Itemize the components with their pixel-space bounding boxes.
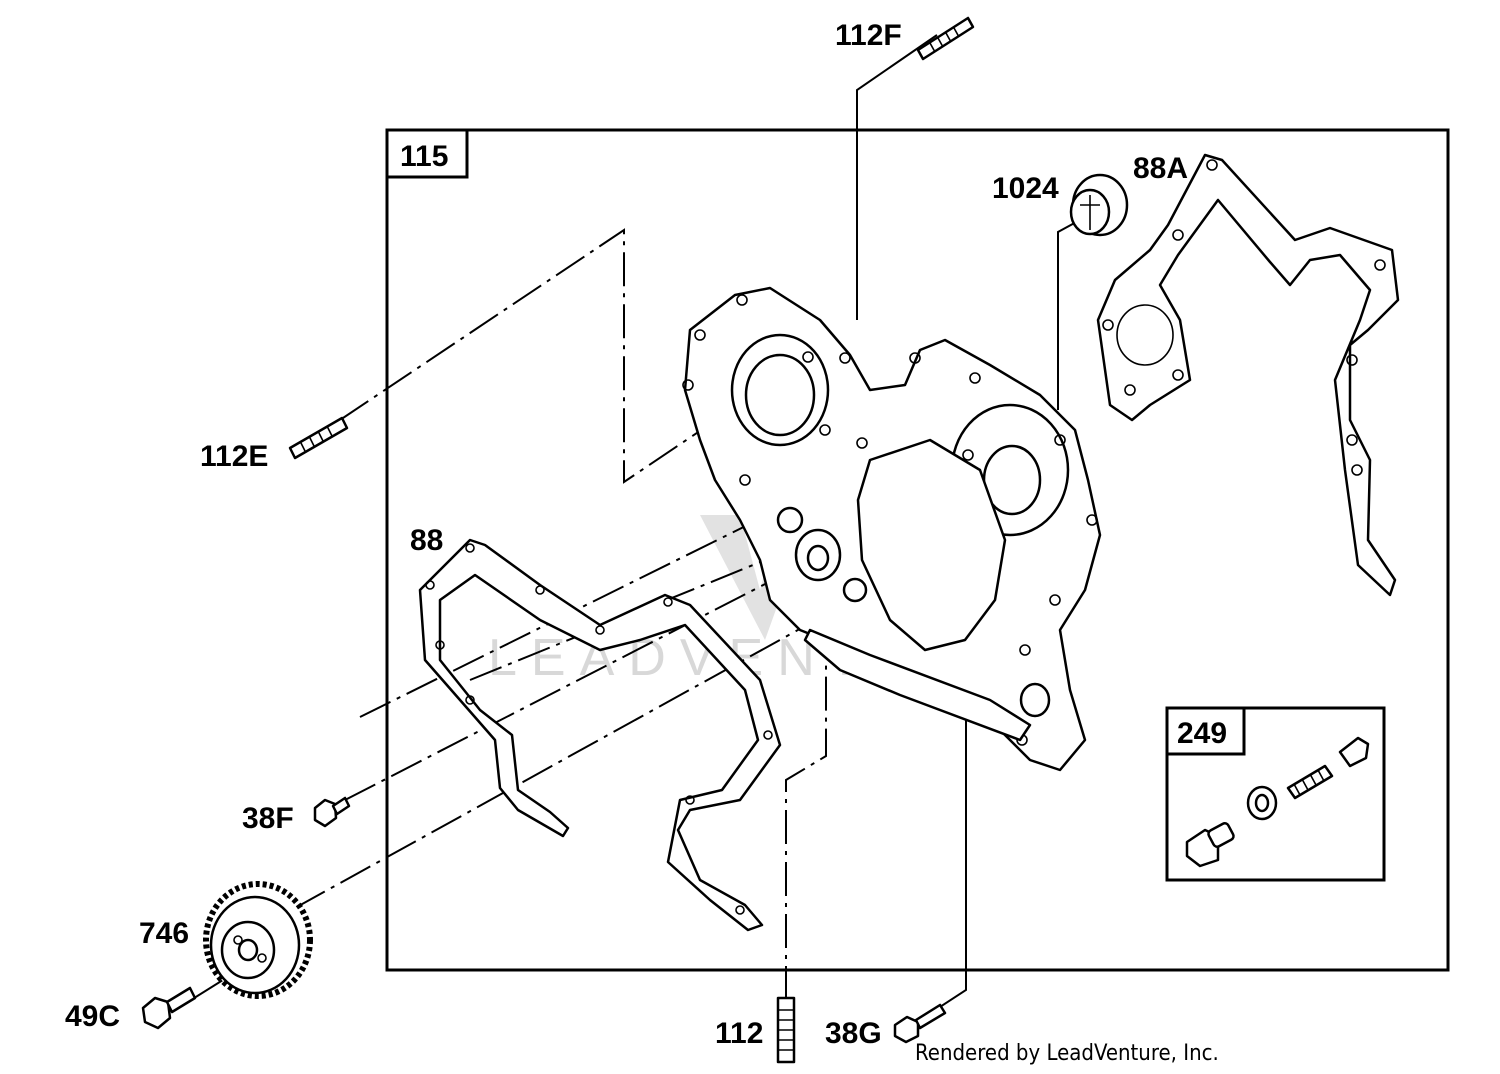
kit-box-249: 249 bbox=[1165, 706, 1386, 882]
label-1024: 1024 bbox=[992, 172, 1059, 205]
label-746: 746 bbox=[139, 917, 189, 950]
box-label-249: 249 bbox=[1177, 717, 1227, 750]
label-38f: 38F bbox=[242, 802, 294, 835]
label-112e: 112E bbox=[200, 440, 268, 473]
label-88: 88 bbox=[410, 524, 443, 557]
stud-112 bbox=[776, 996, 796, 1064]
label-88a: 88A bbox=[1133, 152, 1188, 185]
timing-cover-housing bbox=[682, 286, 1102, 772]
bolt-49c bbox=[141, 986, 197, 1030]
label-49c: 49C bbox=[65, 1000, 120, 1033]
label-112f: 112F bbox=[835, 19, 902, 52]
relief-valve-parts bbox=[1185, 736, 1370, 868]
bolt-38g bbox=[893, 1003, 947, 1044]
label-112: 112 bbox=[715, 1017, 763, 1050]
stud-112e bbox=[288, 416, 349, 460]
box-label-115: 115 bbox=[400, 140, 448, 173]
credit-text: Rendered by LeadVenture, Inc. bbox=[915, 1041, 1219, 1066]
gasket-88a bbox=[1096, 153, 1400, 597]
assembly-box-115: 115 bbox=[385, 128, 1450, 972]
gasket-88 bbox=[418, 538, 782, 932]
gear-746 bbox=[203, 881, 313, 999]
stud-112f bbox=[916, 16, 975, 61]
bolt-38f bbox=[313, 796, 351, 828]
label-38g: 38G bbox=[825, 1017, 882, 1050]
callout-labels: 112F 1024 88A 112E 88 38F 746 49C 112 38… bbox=[65, 19, 1188, 1050]
oil-seal-1024 bbox=[1069, 173, 1129, 237]
